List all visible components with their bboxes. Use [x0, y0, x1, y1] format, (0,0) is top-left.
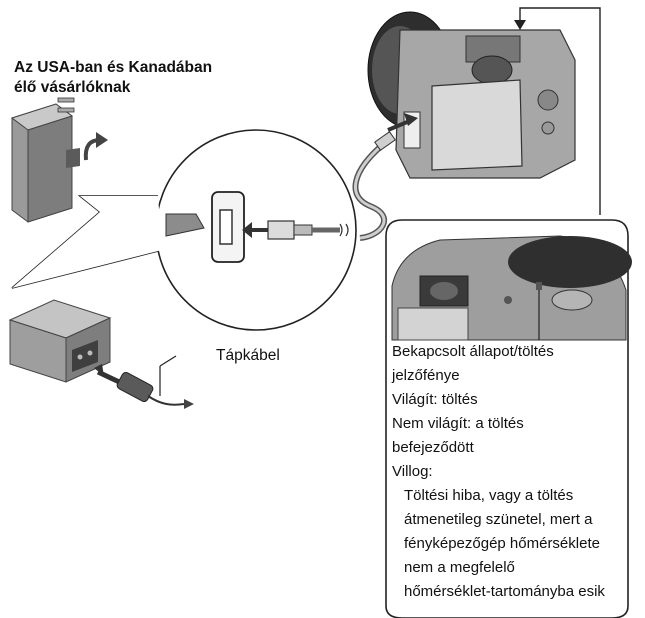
ac-adapter-us-icon — [10, 97, 80, 223]
indicator-title-line-2: jelzőfénye — [392, 367, 460, 384]
pointer-line-top — [514, 7, 601, 215]
power-cable-icon — [94, 355, 194, 409]
power-cable-label: Tápkábel — [216, 347, 280, 364]
indicator-unlit-line-1: Nem világít: a töltés — [392, 415, 524, 432]
ac-adapter-eu-icon — [8, 299, 112, 383]
callout-usb-port-icon — [165, 191, 245, 263]
magnified-callout — [11, 129, 357, 331]
indicator-title-line-1: Bekapcsolt állapot/töltés — [392, 343, 554, 360]
camera-closeup-icon — [391, 235, 632, 341]
usb-cable-icon — [352, 131, 396, 241]
indicator-unlit-line-2: befejeződött — [392, 439, 474, 456]
indicator-blink-desc-2: átmenetileg szünetel, mert a — [404, 511, 593, 528]
indicator-blink-desc-1: Töltési hiba, vagy a töltés — [404, 487, 574, 504]
indicator-blink-desc-3: fényképezőgép hőmérséklete — [404, 535, 600, 552]
indicator-blink-label: Villog: — [392, 463, 433, 480]
heading-line-2: élő vásárlóknak — [14, 79, 131, 96]
indicator-blink-desc-4: nem a megfelelő — [404, 559, 515, 576]
camera-icon — [367, 11, 576, 179]
callout-usb-plug-icon — [242, 220, 349, 240]
indicator-blink-desc-5: hőmérséklet-tartományba esik — [404, 583, 605, 600]
heading-line-1: Az USA-ban és Kanadában — [14, 59, 213, 76]
indicator-lit-text: Világít: töltés — [392, 391, 478, 408]
